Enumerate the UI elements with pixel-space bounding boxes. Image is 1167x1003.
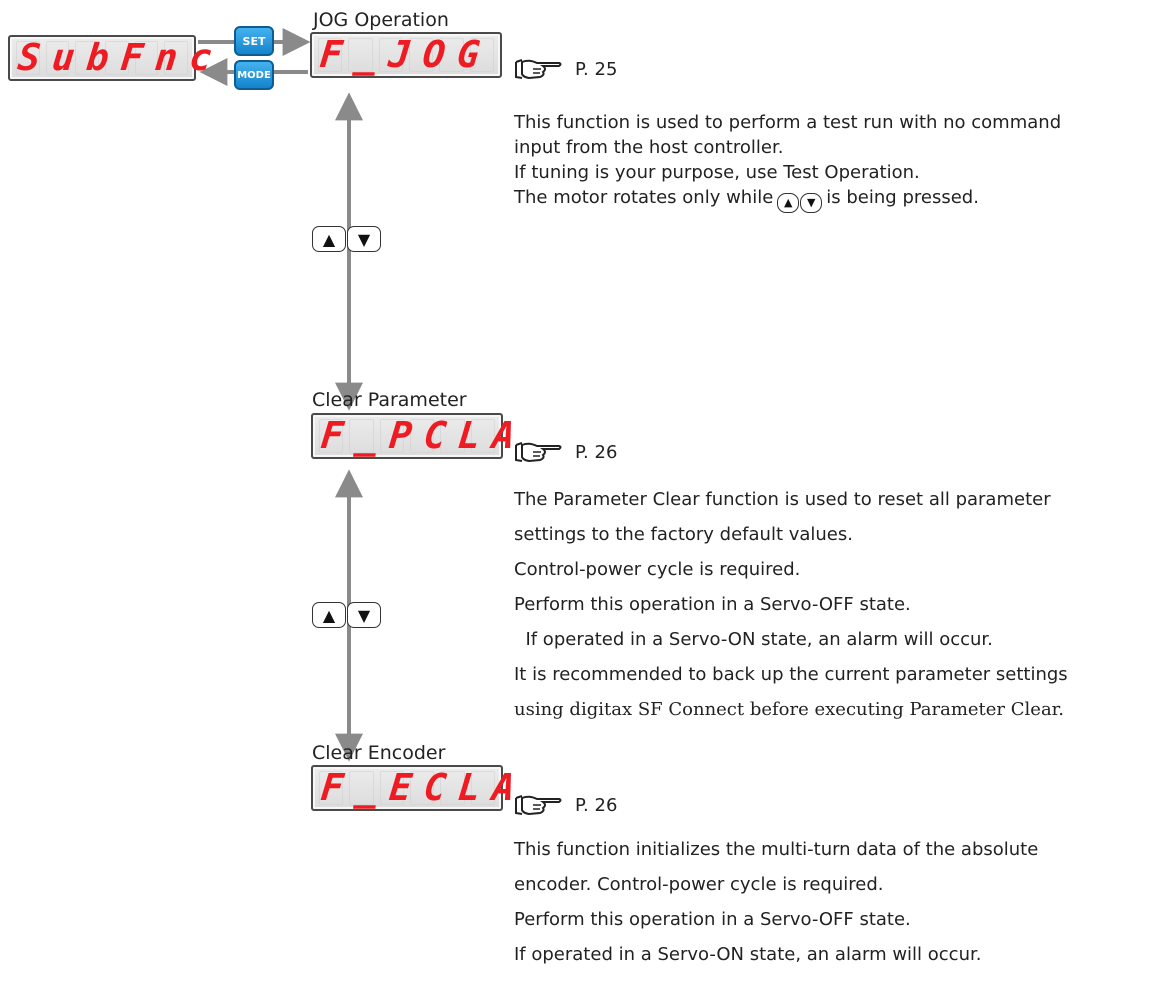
ecla-display-text: F_ECLA: [318, 766, 529, 809]
jog-description: This function is used to perform a test …: [514, 110, 1061, 213]
up-down-keys-2[interactable]: ▲ ▼: [312, 602, 381, 628]
jog-desc-line-2: input from the host controller.: [514, 137, 784, 158]
pcla-desc-line-1: The Parameter Clear function is used to …: [514, 489, 1051, 510]
down-key[interactable]: ▼: [347, 602, 381, 628]
pointing-hand-icon: [515, 795, 562, 816]
up-down-keys-1[interactable]: ▲ ▼: [312, 226, 381, 252]
jog-label: JOG Operation: [313, 9, 449, 31]
set-button[interactable]: SET: [234, 26, 274, 56]
jog-page-ref: P. 25: [513, 57, 617, 81]
pcla-desc-line-3: Control-power cycle is required.: [514, 559, 801, 580]
up-down-keys-icon: ▲▼: [777, 192, 823, 213]
pcla-display: F_PCLA: [311, 413, 529, 459]
up-key[interactable]: ▲: [312, 226, 346, 252]
jog-display-text: F_JOG: [317, 33, 494, 76]
jog-desc-line-1: This function is used to perform a test …: [514, 112, 1062, 133]
pcla-display-text: F_PCLA: [318, 414, 529, 457]
pcla-desc-line-5: If operated in a Servo-ON state, an alar…: [514, 629, 993, 650]
subfnc-display: SubFnc: [8, 35, 226, 81]
up-key[interactable]: ▲: [312, 602, 346, 628]
pcla-desc-line-7: using digitax SF Connect before executin…: [514, 699, 1065, 720]
pcla-label: Clear Parameter: [312, 389, 467, 411]
jog-desc-line-4a: The motor rotates only while: [514, 187, 774, 208]
ecla-page-ref-text: P. 26: [575, 794, 618, 816]
jog-page-ref-text: P. 25: [575, 58, 618, 80]
pointing-hand-icon: [515, 59, 562, 80]
pcla-page-ref-text: P. 26: [575, 441, 618, 463]
down-key-icon: ▼: [800, 192, 823, 213]
ecla-label: Clear Encoder: [312, 742, 446, 764]
ecla-page-ref: P. 26: [513, 793, 617, 817]
ecla-desc-line-1: This function initializes the multi-turn…: [514, 839, 1039, 860]
jog-desc-line-3: If tuning is your purpose, use Test Oper…: [514, 162, 920, 183]
pcla-desc-line-6: It is recommended to back up the current…: [514, 664, 1068, 685]
ecla-display: F_ECLA: [311, 765, 529, 811]
ecla-desc-line-3: Perform this operation in a Servo-OFF st…: [514, 909, 911, 930]
jog-display: F_JOG: [310, 32, 502, 78]
pcla-desc-line-2: settings to the factory default values.: [514, 524, 853, 545]
ecla-desc-line-4: If operated in a Servo-ON state, an alar…: [514, 944, 982, 965]
up-key-icon: ▲: [777, 192, 800, 213]
pcla-desc-line-4: Perform this operation in a Servo-OFF st…: [514, 594, 911, 615]
pointing-hand-icon: [515, 442, 562, 463]
jog-desc-line-4b: is being pressed.: [826, 187, 979, 208]
ecla-desc-line-2: encoder. Control-power cycle is required…: [514, 874, 884, 895]
subfnc-display-text: SubFnc: [15, 36, 226, 79]
mode-button[interactable]: MODE: [234, 60, 274, 90]
pcla-page-ref: P. 26: [513, 440, 617, 464]
down-key[interactable]: ▼: [347, 226, 381, 252]
ecla-description: This function initializes the multi-turn…: [514, 832, 1038, 972]
pcla-description: The Parameter Clear function is used to …: [514, 482, 1068, 727]
jog-desc-line-4: The motor rotates only while▲▼is being p…: [514, 185, 1061, 213]
